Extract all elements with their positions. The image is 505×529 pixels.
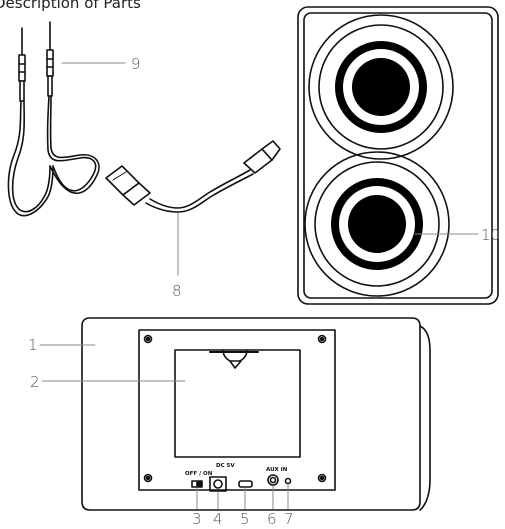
- callout-4: 4: [213, 510, 223, 528]
- aux-cable: [7, 21, 100, 217]
- diagram-title: Description of Parts: [0, 0, 141, 12]
- callout-3: 3: [192, 510, 202, 528]
- aux-input-label: AUX IN: [266, 467, 288, 473]
- callout-10: 10: [481, 226, 500, 244]
- power-switch-label: OFF / ON: [185, 471, 213, 477]
- usb-cable: [105, 140, 281, 213]
- callout-2: 2: [30, 373, 40, 391]
- callout-8: 8: [172, 282, 182, 300]
- dc-input-label: DC 5V: [216, 463, 235, 469]
- speaker-back: [81, 317, 431, 511]
- callout-5: 5: [240, 510, 250, 528]
- callout-7: 7: [284, 510, 294, 528]
- speaker-front: [297, 6, 499, 305]
- callout-6: 6: [267, 510, 277, 528]
- callout-1: 1: [28, 336, 38, 354]
- callout-9: 9: [131, 55, 141, 73]
